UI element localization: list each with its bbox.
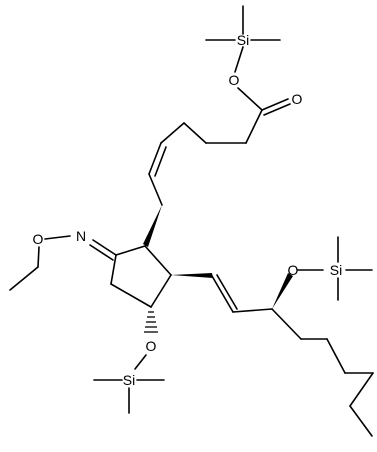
bond xyxy=(183,122,207,144)
ethoxyimino-group xyxy=(9,235,117,291)
si-chain-label: Si xyxy=(330,262,342,278)
double-bond xyxy=(89,244,114,261)
bond xyxy=(9,266,39,291)
bond xyxy=(245,109,263,144)
wedge-bond xyxy=(143,205,162,247)
bond xyxy=(160,122,185,144)
bond xyxy=(148,173,163,206)
double-bond xyxy=(211,275,234,313)
bond xyxy=(150,274,172,308)
bond xyxy=(37,246,40,268)
bond xyxy=(232,308,273,313)
omega-chain xyxy=(171,273,374,437)
bond xyxy=(349,405,373,437)
bond xyxy=(349,372,374,407)
bond xyxy=(110,283,152,308)
o-ester-label: O xyxy=(229,72,240,88)
bond xyxy=(144,245,172,276)
bond xyxy=(234,46,244,73)
bond xyxy=(237,87,263,111)
wedge-bond xyxy=(272,273,293,309)
bond xyxy=(326,338,346,374)
n-oxime-label: N xyxy=(76,228,86,244)
alpha-chain xyxy=(143,109,263,247)
bond xyxy=(271,308,302,340)
si-ester-label: Si xyxy=(237,32,249,48)
tms-ester-group xyxy=(205,5,291,116)
double-bond xyxy=(261,98,289,111)
cyclopentane-ring xyxy=(110,245,172,308)
double-bond xyxy=(154,146,167,177)
chain-otms-group xyxy=(297,236,373,301)
double-bond xyxy=(263,103,291,116)
o-ring-label: O xyxy=(146,338,157,354)
double-bond xyxy=(92,239,117,256)
hashed-bond xyxy=(144,306,158,333)
bond xyxy=(110,254,117,285)
o-carbonyl-label: O xyxy=(292,91,303,107)
o-chain-label: O xyxy=(288,262,299,278)
bond xyxy=(134,354,147,370)
bond xyxy=(115,245,146,256)
double-bond xyxy=(148,142,162,175)
wedge-bond xyxy=(171,273,213,278)
o-oxime-label: O xyxy=(33,231,44,247)
ring-otms-group xyxy=(93,306,165,414)
double-bond xyxy=(216,274,238,310)
si-ring-label: Si xyxy=(123,372,135,388)
bond xyxy=(44,235,71,240)
